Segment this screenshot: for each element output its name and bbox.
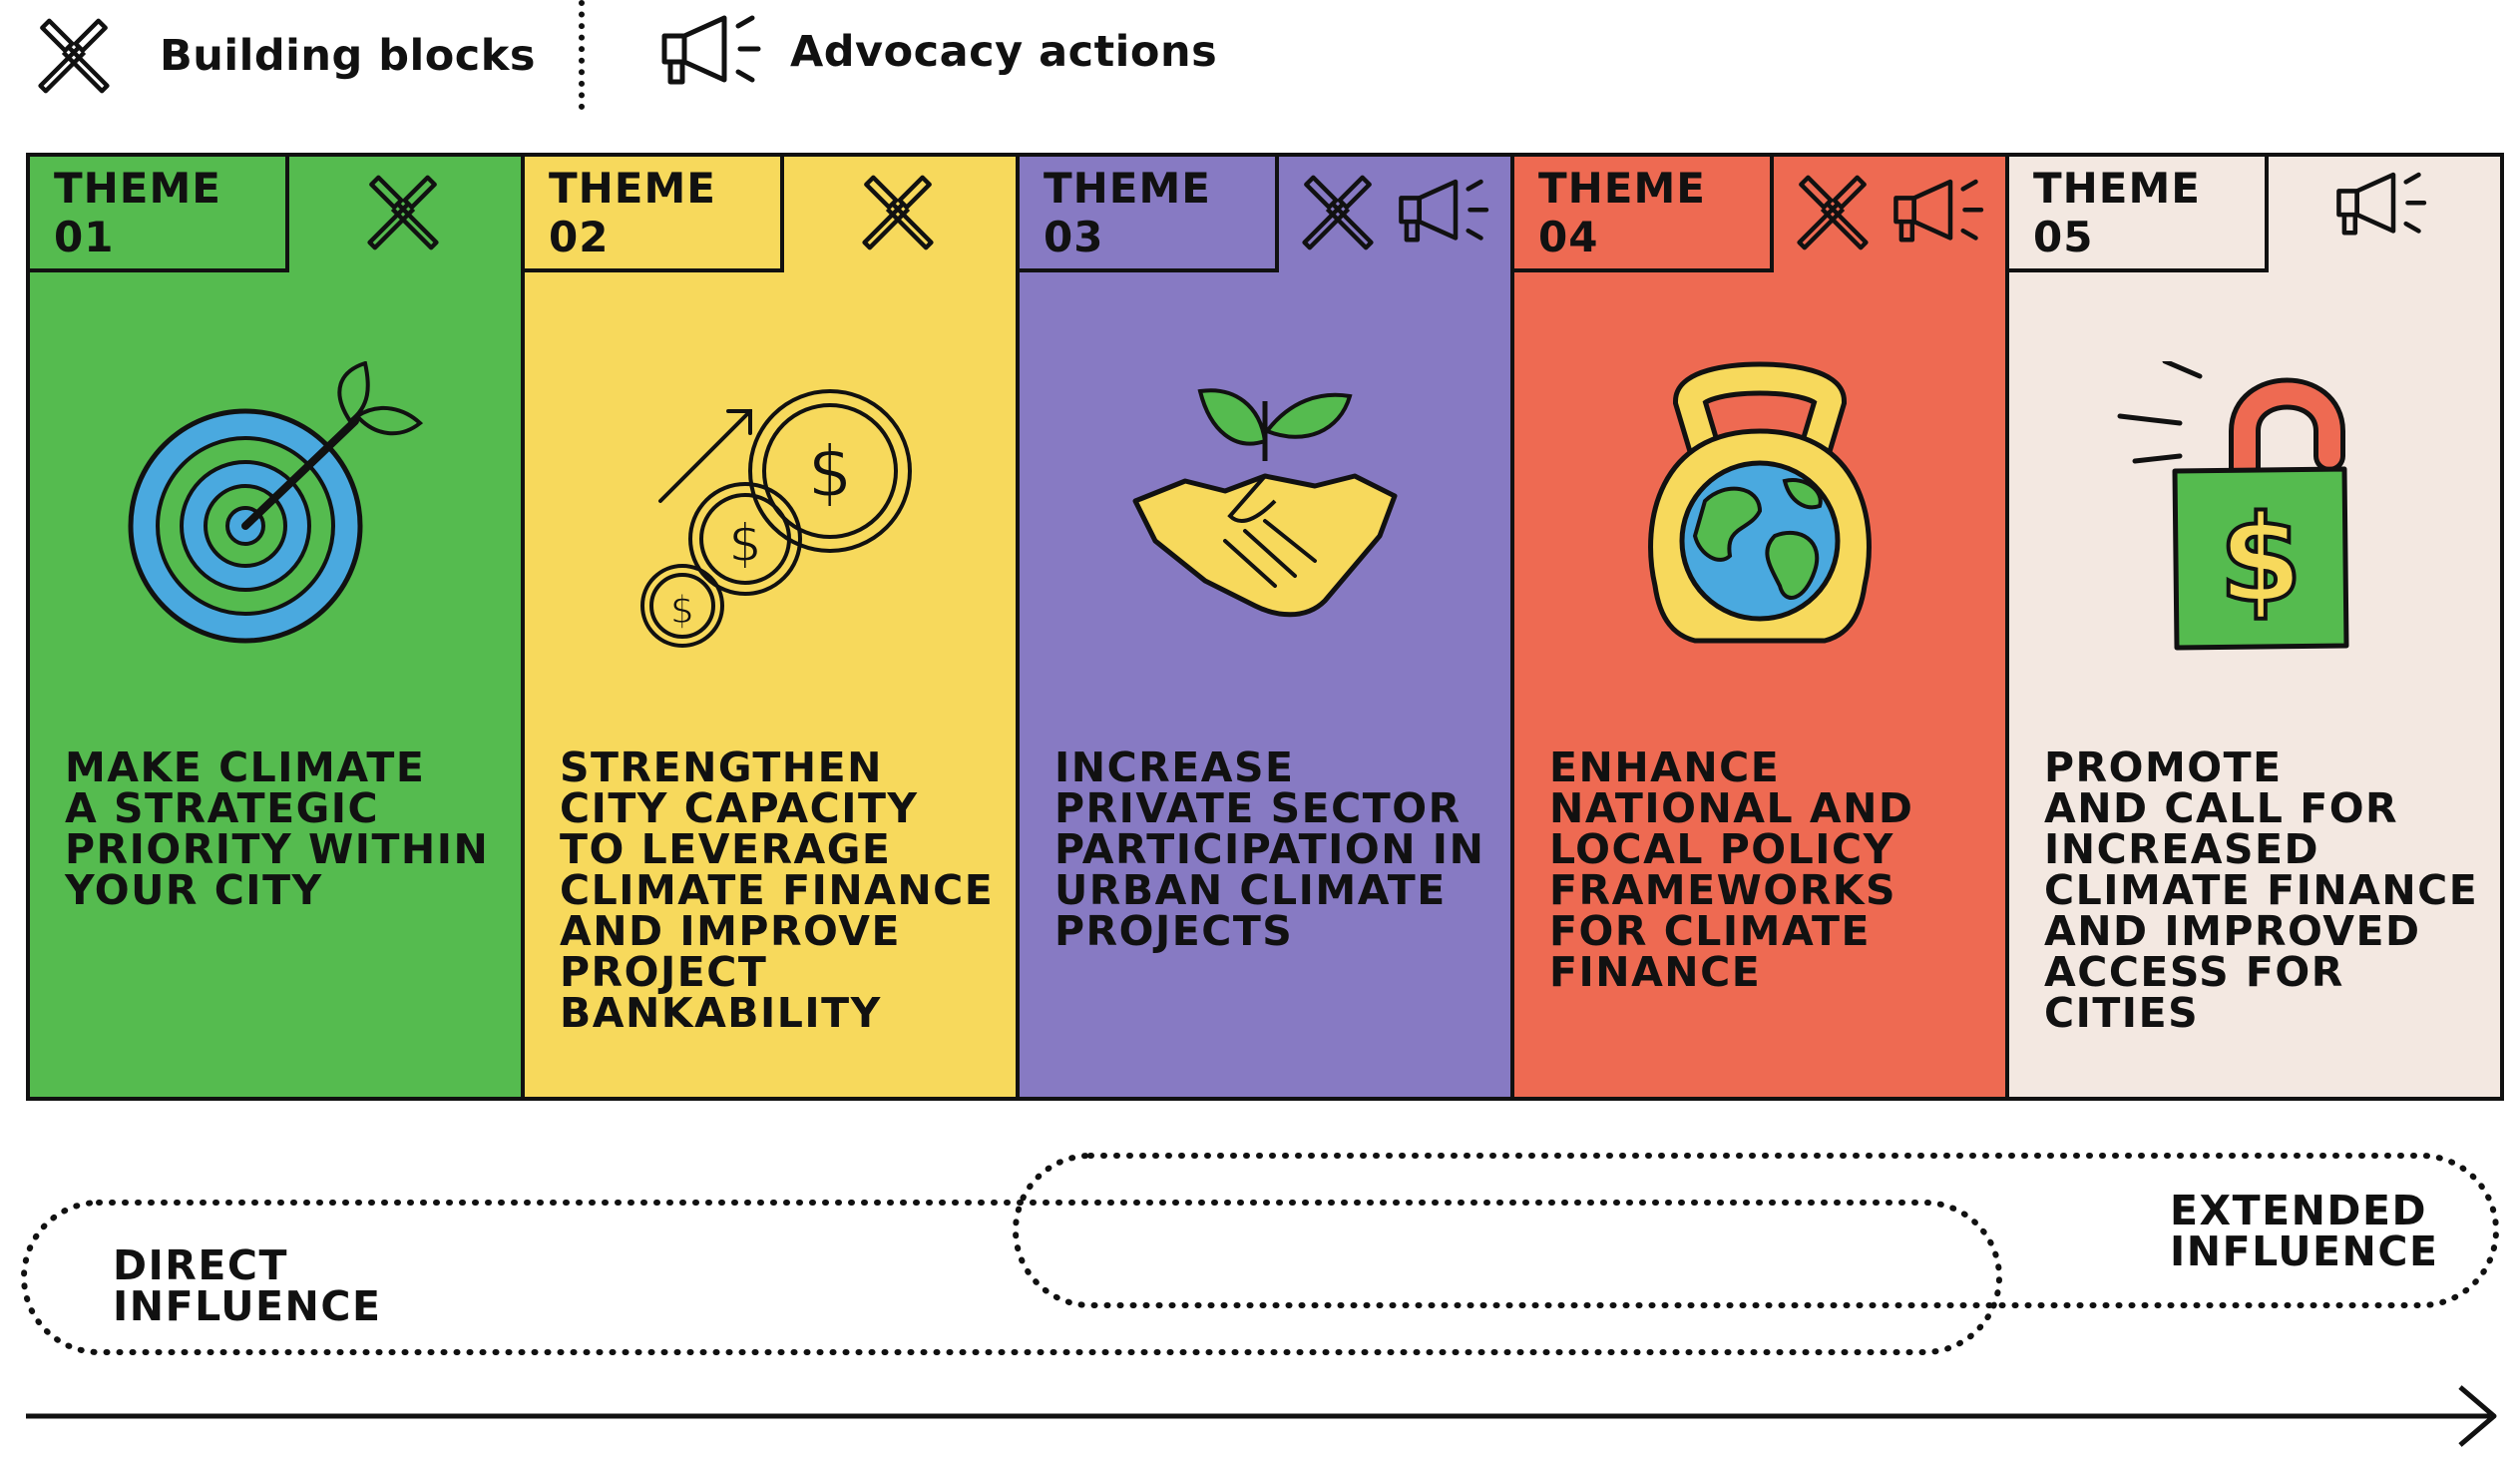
theme-01-tab: THEME 01	[30, 157, 289, 272]
crossed-hammers-icon	[38, 18, 110, 94]
legend-divider	[579, 0, 585, 110]
crossed-hammers-icon	[367, 175, 439, 250]
crossed-hammers-icon	[862, 175, 934, 250]
theme-05-tab: THEME 05	[2009, 157, 2269, 272]
theme-05-text: PROMOTE AND CALL FOR INCREASED CLIMATE F…	[2044, 743, 2479, 1037]
theme-01-icons	[359, 169, 447, 256]
theme-02-icons	[854, 169, 942, 256]
legend-advocacy-actions-label: Advocacy actions	[790, 27, 1218, 77]
theme-04-icons	[1789, 169, 1990, 256]
influence-axis-arrowhead	[2458, 1385, 2497, 1447]
extended-influence-label: EXTENDED INFLUENCE	[2170, 1187, 2439, 1275]
theme-01-text: MAKE CLIMATE A STRATEGIC PRIORITY WITHIN…	[65, 743, 490, 914]
target-dart-icon	[128, 361, 424, 644]
theme-01: THEME 01 MAKE CLIMATE A STRATEGIC PRIORI…	[30, 157, 521, 1097]
theme-04-tab: THEME 04	[1514, 157, 1774, 272]
megaphone-icon	[661, 15, 761, 85]
theme-03-tab: THEME 03	[1020, 157, 1279, 272]
influence-section: DIRECT INFLUENCE EXTENDED INFLUENCE	[0, 1098, 2520, 1467]
crossed-hammers-icon	[1797, 175, 1869, 250]
theme-04: THEME 04	[1510, 157, 2005, 1097]
theme-03: THEME 03 INCREA	[1016, 157, 1510, 1097]
legend-building-blocks-label: Building blocks	[160, 31, 536, 81]
theme-02-text: STRENGTHEN CITY CAPACITY TO LEVERAGE CLI…	[560, 743, 995, 1037]
crossed-hammers-icon	[1302, 175, 1374, 250]
direct-influence-label: DIRECT INFLUENCE	[113, 1241, 382, 1330]
svg-text:$: $	[728, 514, 761, 574]
svg-text:$: $	[808, 431, 853, 513]
theme-02-tab: THEME 02	[525, 157, 784, 272]
legend-advocacy-actions: Advocacy actions	[658, 12, 1217, 92]
influence-graphic	[21, 1153, 2499, 1447]
megaphone-icon	[1893, 179, 1984, 243]
megaphone-icon	[2336, 172, 2427, 236]
direct-influence-band	[21, 1200, 2002, 1355]
globe-kettlebell-icon	[1648, 361, 1872, 644]
theme-05: THEME 05 $ PROMOTE AND CALL FOR INCREASE…	[2005, 157, 2500, 1097]
legend-building-blocks: Building blocks	[30, 12, 536, 100]
theme-02: THEME 02 $ $ $ STRENGTHEN CITY CAP	[521, 157, 1016, 1097]
themes-panel: THEME 01 MAKE CLIMATE A STRATEGIC PRIORI…	[26, 153, 2504, 1101]
coins-growth-icon: $ $ $	[640, 389, 912, 648]
theme-03-text: INCREASE PRIVATE SECTOR PARTICIPATION IN…	[1054, 743, 1485, 955]
theme-05-icons	[2333, 169, 2433, 243]
svg-text:$: $	[670, 588, 694, 632]
unlocked-padlock-dollar-icon: $	[2117, 361, 2349, 651]
legend: Building blocks Advocacy actions	[0, 0, 1397, 110]
svg-text:$: $	[2219, 491, 2303, 630]
extended-influence-band	[1013, 1153, 2499, 1308]
handshake-plant-icon	[1132, 388, 1398, 618]
theme-03-icons	[1294, 169, 1495, 256]
theme-04-text: ENHANCE NATIONAL AND LOCAL POLICY FRAMEW…	[1549, 743, 1914, 996]
megaphone-icon	[1399, 179, 1489, 243]
